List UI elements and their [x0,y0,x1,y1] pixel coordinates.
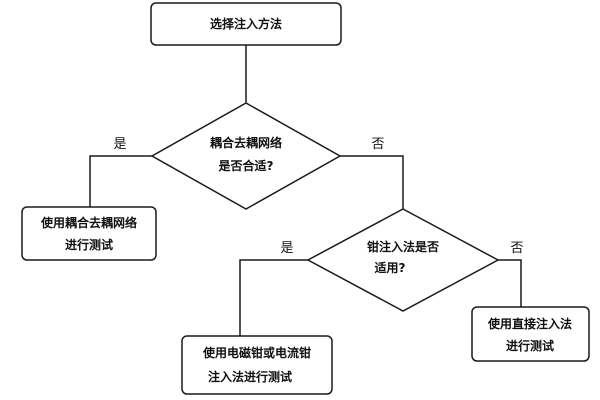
decision2-yes-label: 是 [280,241,293,256]
decision2-diamond: 钳注入法是否 适用? [306,208,500,312]
outcome-cdn-line2: 进行测试 [65,237,113,252]
outcome-cdn-line1: 使用耦合去耦网络 [40,215,137,230]
outcome-direct-line2: 进行测试 [506,338,554,353]
decision1-yes-label: 是 [113,137,126,152]
start-box: 选择注入方法 [150,2,342,46]
outcome-cdn-box: 使用耦合去耦网络 进行测试 [21,206,157,261]
decision2-no-label: 否 [510,241,523,256]
connector-decision2-no [498,259,522,308]
connector-decision2-yes [239,259,308,337]
connector-decision1-yes [89,155,152,210]
outcome-direct-box: 使用直接注入法 进行测试 [471,306,590,362]
start-label: 选择注入方法 [210,16,282,31]
outcome-direct-line1: 使用直接注入法 [487,316,572,331]
decision2-line2: 适用? [375,260,406,275]
decision1-no-label: 否 [371,137,384,152]
outcome-clamp-box: 使用电磁钳或电流钳 注入法进行测试 [181,335,333,395]
decision1-diamond: 耦合去耦网络 是否合适? [150,102,342,210]
outcome-clamp-line1: 使用电磁钳或电流钳 [202,345,311,360]
connectors [89,45,522,337]
connector-decision1-no [340,155,404,209]
decision1-line2: 是否合适? [218,158,274,173]
decision1-line1: 耦合去耦网络 [210,135,282,150]
decision2-line1: 钳注入法是否 [367,239,439,254]
outcome-clamp-line2: 注入法进行测试 [208,369,292,384]
